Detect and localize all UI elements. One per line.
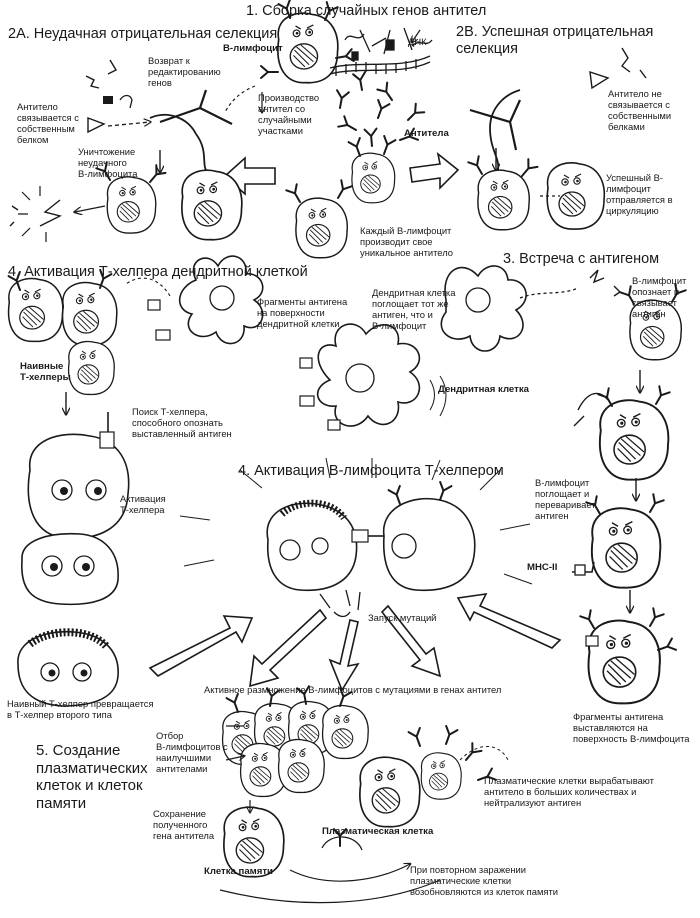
label-naive-to-t2: Наивный Т-хелпер превращается в Т-хелпер…: [7, 698, 154, 721]
label-antibodies: Антитела: [404, 128, 449, 139]
t-helper-type2-illustration: [17, 628, 119, 707]
hollow-arrow-right: [409, 152, 460, 190]
heading-section-5: 5. Создание плазматических клеток и клет…: [36, 742, 148, 813]
section-2a-illustration: [9, 59, 243, 242]
heading-section-4-top: 4. Активация Т-хелпера дендритной клетко…: [8, 264, 308, 280]
label-b-lymphocyte: B-лимфоцит: [223, 43, 283, 54]
label-dna: ДНК: [408, 36, 427, 47]
label-saving: Сохранение полученного гена антитела: [153, 808, 215, 842]
label-b-recognized: B-лимфоцит опознает и связывает антиген: [632, 275, 687, 320]
heading-section-3: 3. Встреча с антигеном: [503, 251, 660, 267]
label-proliferation: Активное размножение B-лимфоцитов с мута…: [204, 684, 502, 695]
heading-section-1: 1. Сборка случайных генов антител: [246, 3, 487, 19]
radiating-lines: [179, 457, 533, 585]
label-reinfection: При повторном заражении плазматические к…: [410, 864, 559, 898]
label-success-b: Успешный B-лимфоцит отправляется в цирку…: [606, 172, 673, 217]
label-search-t: Поиск Т-хелпера, способного опознать выс…: [132, 406, 232, 440]
label-ab-binds-self: Антитело связывается с собственным белко…: [17, 101, 79, 146]
t-helper-activation-illustration: [21, 412, 130, 606]
label-t-activation: Активация Т-хелпера: [120, 493, 166, 516]
dendritic-cell-center-illustration: [299, 323, 447, 431]
section1-arrows: [224, 29, 421, 112]
dna-strands-illustration: [329, 27, 433, 76]
label-dendritic-cell: Дендритная клетка: [438, 384, 529, 395]
dendritic-cell-left-illustration: [125, 255, 264, 345]
plasma-cells-illustration: [359, 724, 509, 828]
big-outline-arrows: [148, 592, 562, 692]
label-each-b: Каждый B-лимфоцит производит свое уникал…: [360, 225, 453, 259]
b-cell-proliferation-illustration: [221, 685, 369, 798]
label-destroy-failed: Уничтожение неудачного B-лимфоцита: [78, 146, 138, 180]
label-return-edit: Возврат к редактированию генов: [148, 55, 221, 89]
label-plasma-cell: Плазматическая клетка: [322, 826, 434, 837]
heading-section-2a: 2A. Неудачная отрицательная селекция: [8, 26, 278, 42]
label-dc-engulfs: Дендритная клетка поглощает тот же антиг…: [372, 287, 456, 332]
label-mhc: MHC-II: [527, 562, 558, 573]
label-selection: Отбор B-лимфоцитов с наилучшими антитела…: [156, 730, 228, 775]
label-fragments-b: Фрагменты антигена выставляются на повер…: [573, 711, 690, 745]
label-b-engulfs: B-лимфоцит поглощает и переваривает анти…: [535, 477, 596, 522]
naive-t-helpers-illustration: [7, 268, 118, 414]
label-fragments-dc: Фрагменты антигена на поверхности дендри…: [257, 296, 348, 330]
heading-section-4-center: 4. Активация B-лимфоцита Т-хелпером: [238, 463, 504, 479]
label-plasma-produce: Плазматические клетки вырабатывают антит…: [484, 775, 654, 809]
label-mutations: Запуск мутаций: [368, 612, 437, 623]
label-production: Производство антител со случайными участ…: [258, 92, 320, 137]
section-2b-illustration: [467, 47, 647, 231]
label-memory-cell: Клетка памяти: [204, 866, 273, 877]
memory-cell-illustration: [219, 800, 441, 904]
label-ab-not-bind: Антитело не связывается с собственными б…: [608, 88, 672, 133]
section-3-illustration: [440, 265, 687, 705]
b-activation-center-illustration: [266, 480, 476, 618]
label-naive-t: Наивные Т-хелперы: [20, 361, 71, 384]
heading-section-2b: 2B. Успешная отрицательная селекция: [456, 24, 654, 58]
